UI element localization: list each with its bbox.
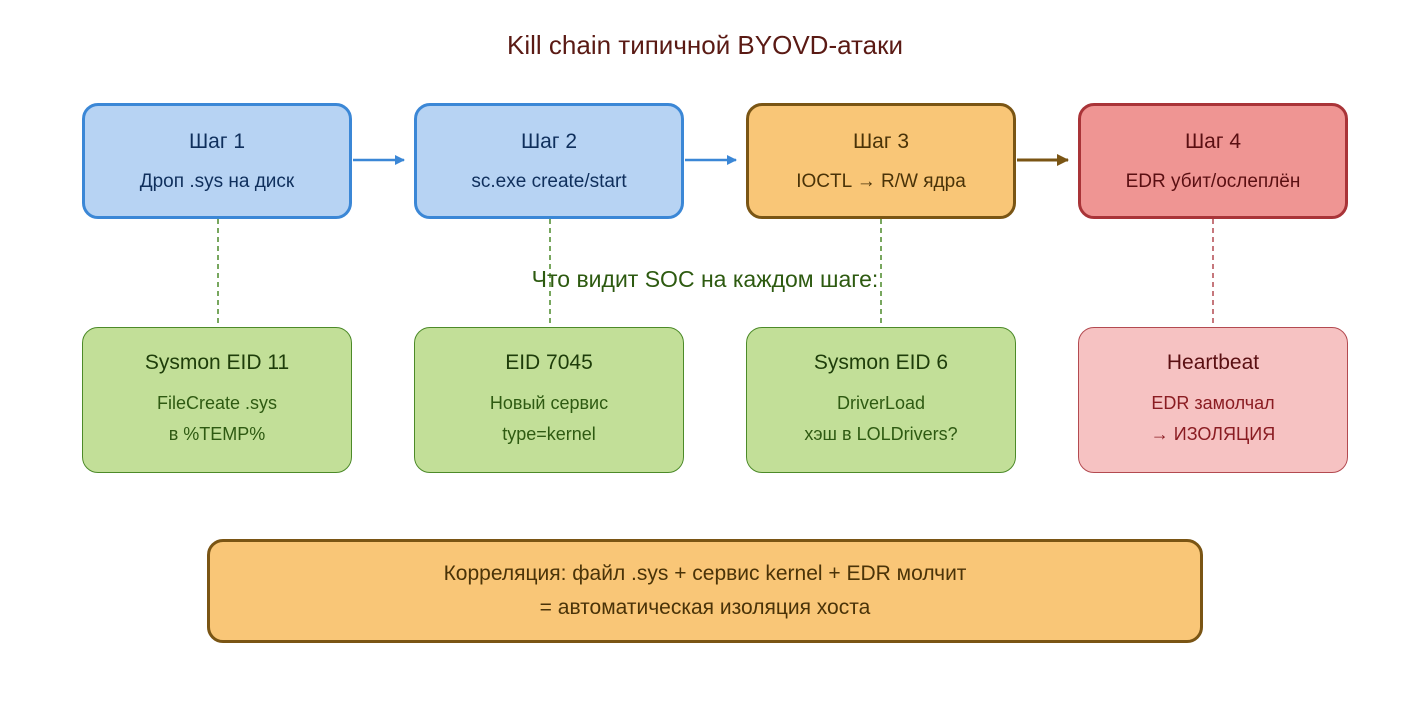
detection-2-heading: EID 7045 [505, 350, 593, 374]
detection-4-line-2: → ИЗОЛЯЦИЯ [1150, 423, 1276, 444]
correlation-box: Корреляция: файл .sys + сервис kernel + … [207, 539, 1203, 643]
step-2-box: Шаг 2 sc.exe create/start [414, 103, 684, 219]
detection-2-line-1: Новый сервис [489, 392, 609, 413]
detection-1-line-2: в %TEMP% [168, 423, 266, 444]
diagram-title: Kill chain типичной BYOVD-атаки [507, 30, 903, 60]
step-1-box: Шаг 1 Дроп .sys на диск [82, 103, 352, 219]
step-4-description: EDR убит/ослеплён [1125, 170, 1301, 192]
correlation-line-1: Корреляция: файл .sys + сервис kernel + … [443, 562, 967, 585]
step-3-box: Шаг 3 IOCTL → R/W ядра [746, 103, 1016, 219]
detection-2-line-2: type=kernel [502, 423, 596, 444]
step-4-box: Шаг 4 EDR убит/ослеплён [1078, 103, 1348, 219]
step-2-heading: Шаг 2 [520, 129, 578, 153]
detection-1-heading: Sysmon EID 11 [144, 350, 290, 374]
correlation-line-2: = автоматическая изоляция хоста [539, 596, 871, 619]
step-4-heading: Шаг 4 [1184, 129, 1242, 153]
detection-3-line-2: хэш в LOLDrivers? [804, 423, 958, 444]
detection-4-box: Heartbeat EDR замолчал → ИЗОЛЯЦИЯ [1078, 327, 1348, 473]
detection-4-heading: Heartbeat [1166, 350, 1260, 374]
step-3-description: IOCTL → R/W ядра [796, 170, 966, 192]
detection-3-box: Sysmon EID 6 DriverLoad хэш в LOLDrivers… [746, 327, 1016, 473]
detection-2-box: EID 7045 Новый сервис type=kernel [414, 327, 684, 473]
detection-4-line-1: EDR замолчал [1151, 392, 1275, 413]
detection-3-line-1: DriverLoad [836, 392, 926, 413]
step-2-description: sc.exe create/start [471, 170, 627, 192]
step-1-heading: Шаг 1 [188, 129, 246, 153]
step-1-description: Дроп .sys на диск [139, 170, 295, 192]
detection-1-box: Sysmon EID 11 FileCreate .sys в %TEMP% [82, 327, 352, 473]
step-3-heading: Шаг 3 [852, 129, 910, 153]
detection-3-heading: Sysmon EID 6 [813, 350, 949, 374]
soc-section-label: Что видит SOC на каждом шаге: [531, 266, 879, 292]
detection-1-line-1: FileCreate .sys [156, 392, 278, 413]
